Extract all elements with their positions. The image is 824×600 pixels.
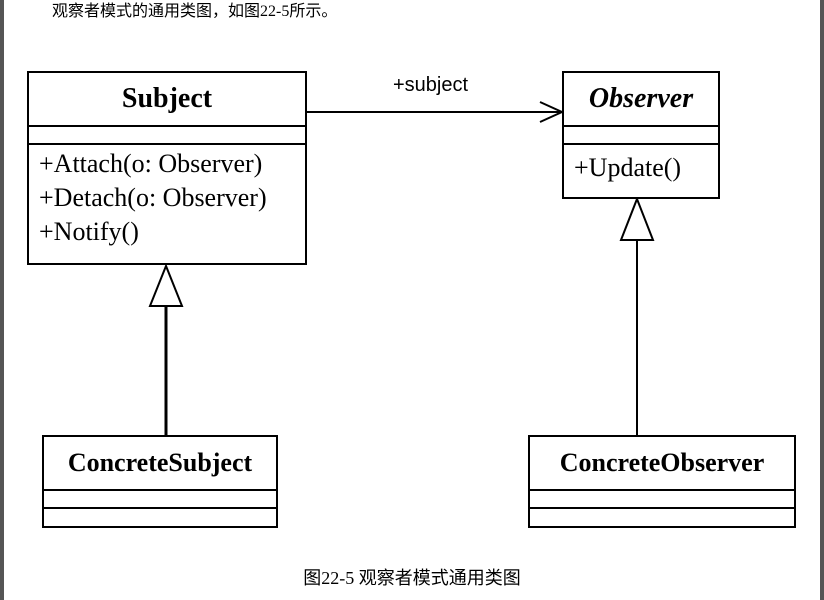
operation-attach: +Attach(o: Observer) [39, 149, 263, 178]
association-label: +subject [393, 74, 469, 96]
class-subject: Subject +Attach(o: Observer) +Detach(o: … [27, 71, 307, 265]
class-observer: Observer +Update() [562, 71, 720, 199]
class-concrete-observer-attributes [530, 491, 794, 509]
class-concrete-subject: ConcreteSubject [42, 435, 278, 528]
intro-text: 观察者模式的通用类图，如图22-5所示。 [52, 3, 338, 20]
subject-generalization-arrowhead [148, 263, 184, 307]
class-concrete-subject-attributes [44, 491, 276, 509]
class-concrete-subject-name: ConcreteSubject [44, 437, 276, 491]
page-left-border [0, 0, 4, 600]
class-observer-attributes [564, 127, 718, 145]
class-observer-name: Observer [564, 73, 718, 127]
operation-detach: +Detach(o: Observer) [39, 183, 267, 212]
figure-caption: 图22-5 观察者模式通用类图 [303, 568, 521, 588]
class-subject-operations: +Attach(o: Observer) +Detach(o: Observer… [29, 145, 305, 249]
class-concrete-observer-name: ConcreteObserver [530, 437, 794, 491]
operation-update: +Update() [574, 153, 682, 182]
page-right-border [820, 0, 824, 600]
class-subject-name: Subject [29, 73, 305, 127]
class-observer-operations: +Update() [564, 145, 718, 185]
class-subject-attributes [29, 127, 305, 145]
operation-notify: +Notify() [39, 217, 139, 246]
observer-generalization-arrowhead [619, 196, 655, 241]
class-concrete-observer: ConcreteObserver [528, 435, 796, 528]
